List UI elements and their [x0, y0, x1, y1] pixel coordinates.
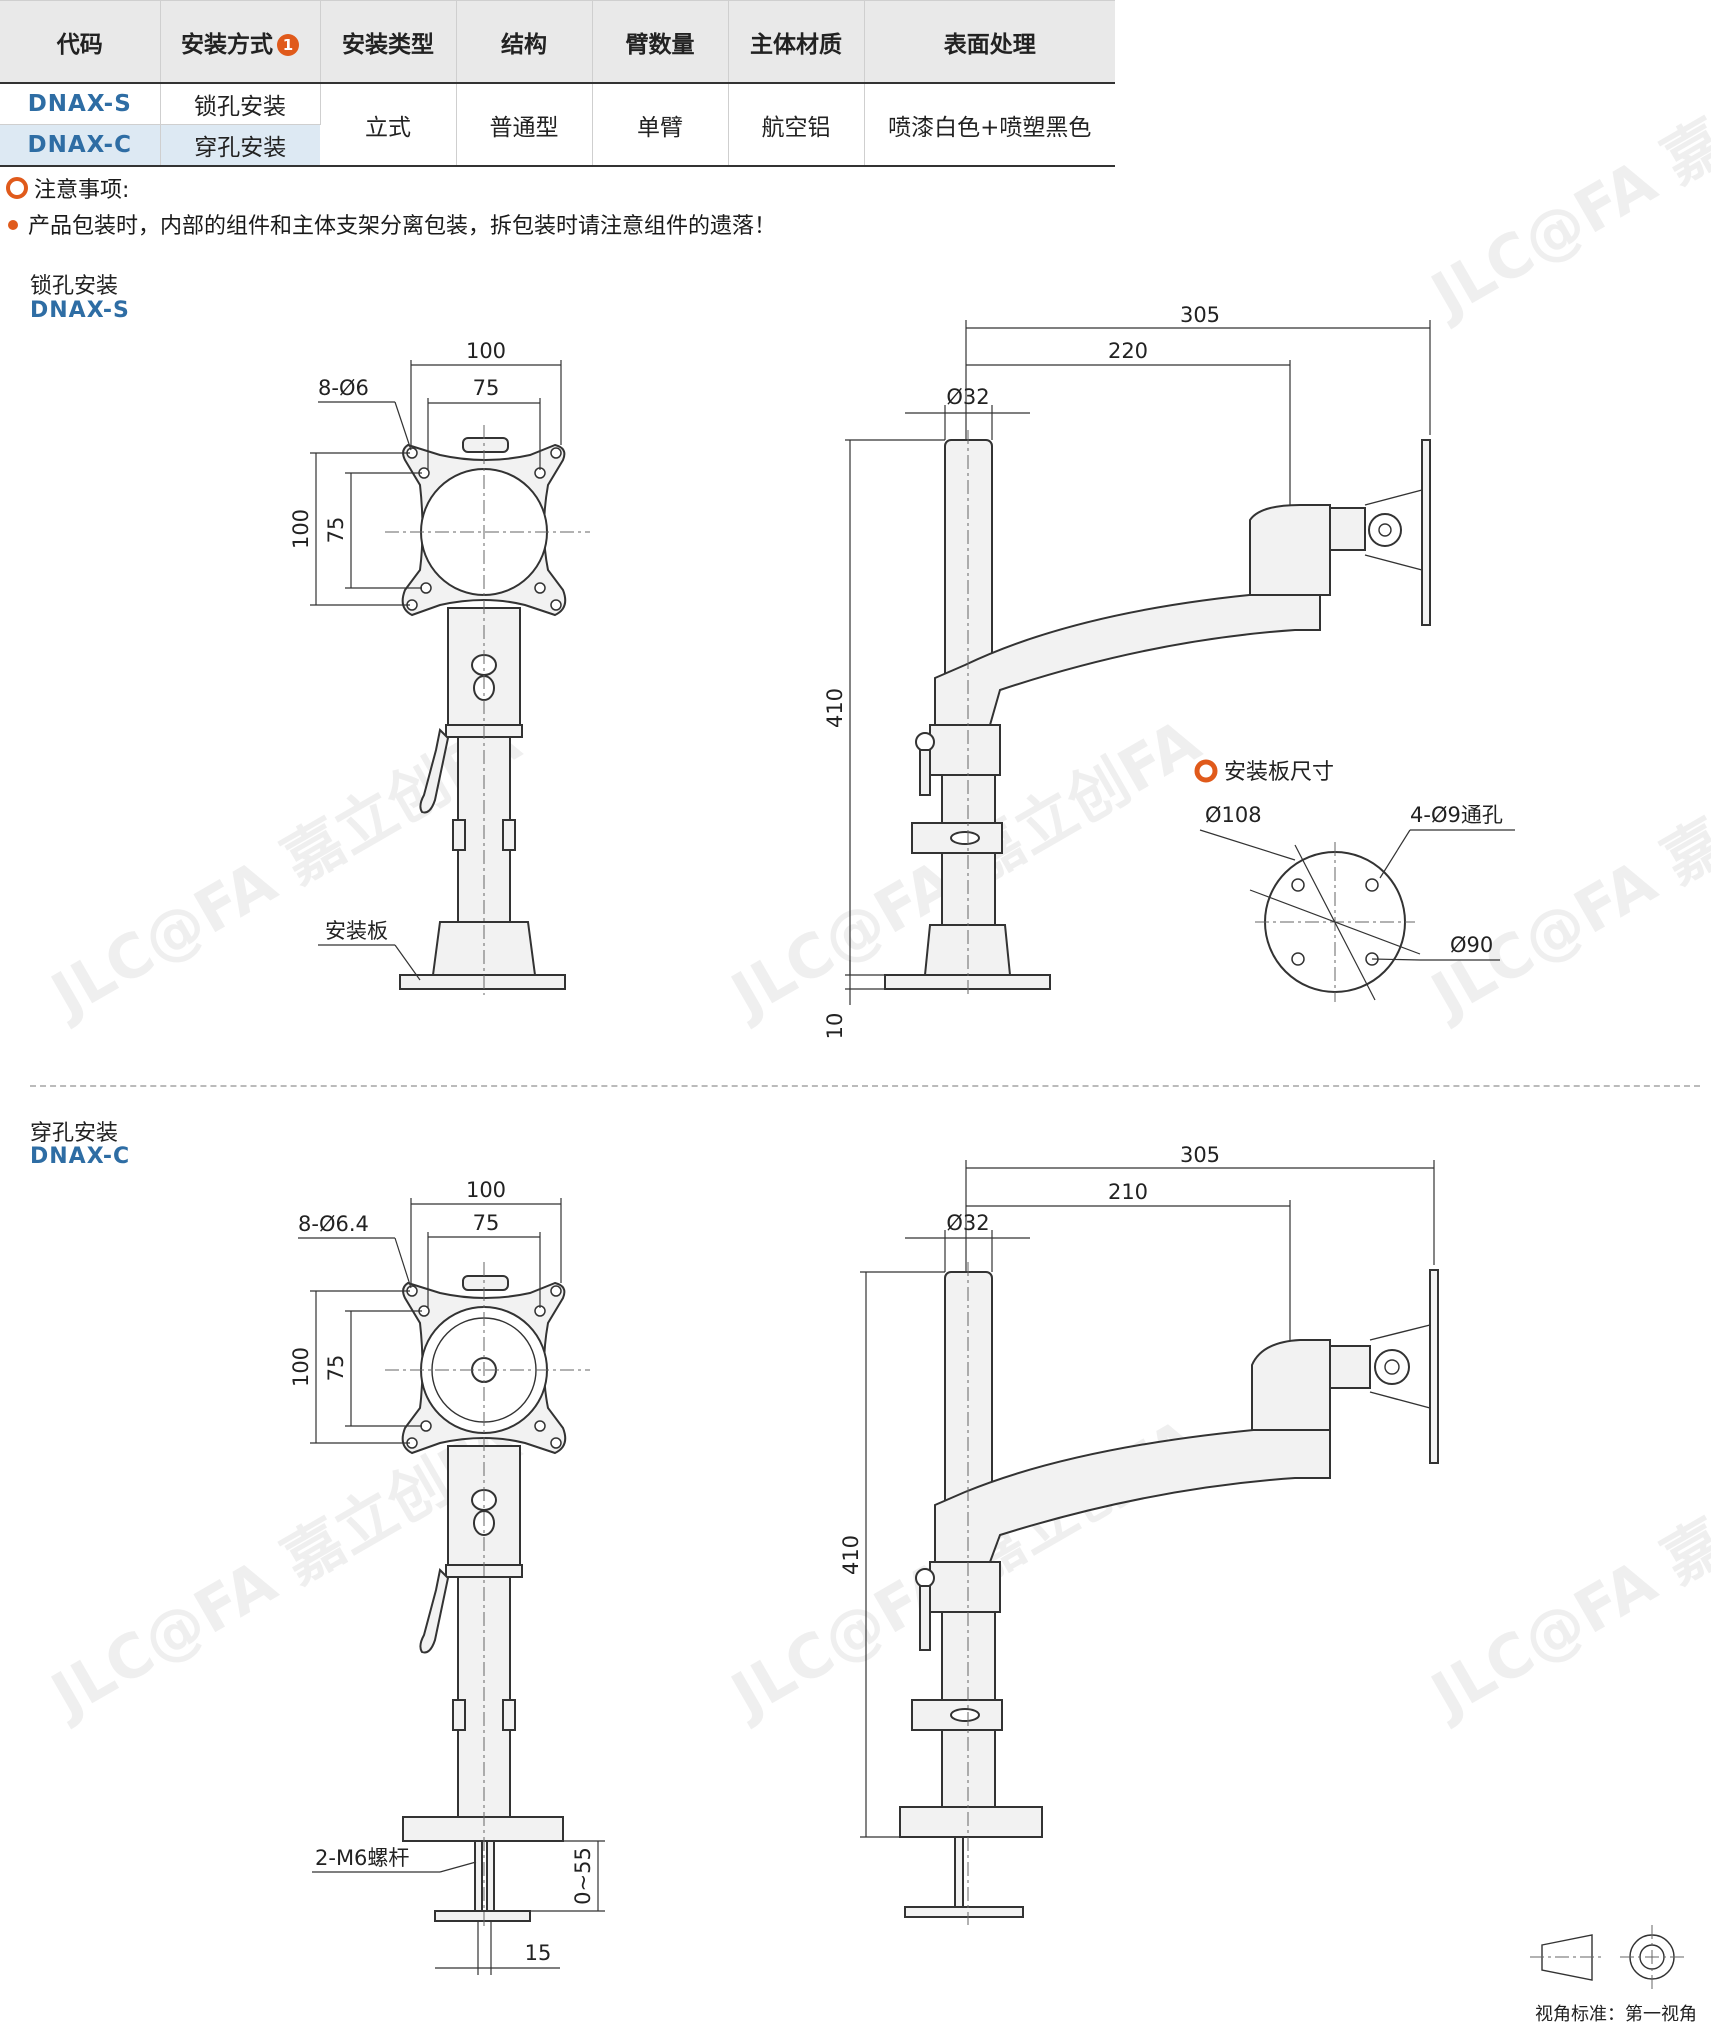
plate-holes: 4-Ø9通孔 — [1410, 803, 1503, 827]
dim-pole-s: Ø32 — [946, 385, 989, 409]
header-material: 主体材质 — [728, 0, 865, 83]
bolts-label-c: 2-M6螺杆 — [315, 1846, 409, 1870]
row-mount: 锁孔安装 — [160, 82, 321, 125]
arm-head-s — [1249, 504, 1331, 596]
note-marker-badge: 1 — [277, 33, 299, 56]
view-standard-label: 视角标准：第一视角 — [1535, 2004, 1697, 2025]
dim-width-inner-c: 75 — [473, 1211, 500, 1235]
row-code: DNAX-S — [0, 82, 161, 125]
clamp-side-c — [899, 1806, 1043, 1838]
bullet-icon — [8, 220, 18, 230]
section-s-code: DNAX-S — [30, 298, 130, 323]
target-icon — [6, 177, 28, 199]
notes-item-text: 产品包装时，内部的组件和主体支架分离包装，拆包装时请注意组件的遗落！ — [28, 214, 777, 239]
plate-detail-s: 安装板尺寸 Ø108 4-Ø9通孔 Ø90 — [1194, 759, 1515, 1002]
collar-s — [911, 822, 1003, 854]
plate-outer-dia: Ø108 — [1205, 803, 1262, 827]
first-angle-projection-icon — [1530, 1925, 1685, 1990]
cell-material: 航空铝 — [728, 82, 865, 167]
dim-height-outer-c: 100 — [289, 1347, 313, 1387]
dim-reach-total-s: 305 — [1180, 303, 1220, 327]
side-view-s: 305 220 Ø32 410 10 — [823, 303, 1431, 1040]
notes-item: 产品包装时，内部的组件和主体支架分离包装，拆包装时请注意组件的遗落！ — [6, 208, 776, 240]
dim-width-outer-s: 100 — [466, 339, 506, 363]
clamp-top-c — [402, 1816, 564, 1842]
table-row: DNAX-S 锁孔安装 立式 普通型 单臂 航空铝 喷漆白色+喷塑黑色 — [0, 82, 1115, 167]
dim-base-s: 10 — [823, 1013, 847, 1040]
plate-top-cap — [462, 437, 509, 453]
clamp-plate-c — [434, 1910, 531, 1922]
row-code: DNAX-C — [0, 124, 161, 167]
section-c-title: 穿孔安装 — [30, 1121, 119, 1146]
header-finish: 表面处理 — [864, 0, 1115, 83]
tilt-knob-s — [1368, 513, 1402, 547]
section-s-title: 锁孔安装 — [30, 274, 119, 299]
arm-head-c — [1251, 1339, 1331, 1431]
lock-lever-c — [419, 1567, 450, 1654]
table-row: DNAX-C 穿孔安装 — [0, 124, 1115, 167]
bolt-spacing-c: 15 — [525, 1941, 552, 1965]
dim-pole-c: Ø32 — [946, 1211, 989, 1235]
cell-type: 立式 — [320, 82, 457, 167]
front-view-c: 100 75 8-Ø6.4 100 75 2-M6螺杆 0~55 15 — [289, 1178, 605, 1975]
cell-finish: 喷漆白色+喷塑黑色 — [864, 82, 1115, 167]
section-c-code: DNAX-C — [30, 1144, 131, 1169]
holes-label-s: 8-Ø6 — [318, 376, 369, 400]
dim-height-s: 410 — [823, 688, 847, 728]
plate-title: 安装板尺寸 — [1224, 760, 1334, 785]
dim-height-inner-s: 75 — [324, 517, 348, 544]
dim-reach-total-c: 305 — [1180, 1143, 1220, 1167]
notes-heading-text: 注意事项: — [34, 178, 130, 203]
tilt-knob-c — [1374, 1349, 1410, 1385]
notes-heading: 注意事项: — [6, 172, 129, 204]
header-arms: 臂数量 — [592, 0, 729, 83]
arm-s — [934, 592, 1321, 726]
cell-arms: 单臂 — [592, 82, 729, 167]
section-divider — [30, 1085, 1700, 1087]
mount-plate-s — [399, 974, 566, 990]
arm-c — [934, 1427, 1331, 1563]
dim-height-outer-s: 100 — [289, 509, 313, 549]
monitor-plate-side-s — [1421, 439, 1431, 626]
header-code: 代码 — [0, 0, 161, 83]
header-type: 安装类型 — [320, 0, 457, 83]
header-structure: 结构 — [456, 0, 593, 83]
side-view-c: 305 210 Ø32 410 — [839, 1143, 1439, 1925]
dim-height-c: 410 — [839, 1535, 863, 1575]
clamp-range-c: 0~55 — [571, 1847, 595, 1905]
row-mount: 穿孔安装 — [160, 124, 320, 167]
dim-reach-arm-c: 210 — [1108, 1180, 1148, 1204]
plate-hole-circle: Ø90 — [1450, 933, 1493, 957]
dim-width-outer-c: 100 — [466, 1178, 506, 1202]
holes-label-c: 8-Ø6.4 — [298, 1212, 369, 1236]
dim-reach-arm-s: 220 — [1108, 339, 1148, 363]
dim-width-inner-s: 75 — [473, 376, 500, 400]
lock-lever-s — [419, 727, 450, 814]
base-label-s: 安装板 — [325, 919, 388, 943]
cell-structure: 普通型 — [456, 82, 593, 167]
header-mount-label: 安装方式 — [181, 31, 273, 58]
monitor-plate-side-c — [1429, 1269, 1439, 1464]
target-icon — [1194, 759, 1218, 783]
dim-height-inner-c: 75 — [324, 1355, 348, 1382]
front-view-s: 100 75 8-Ø6 100 75 安装板 — [289, 339, 590, 995]
